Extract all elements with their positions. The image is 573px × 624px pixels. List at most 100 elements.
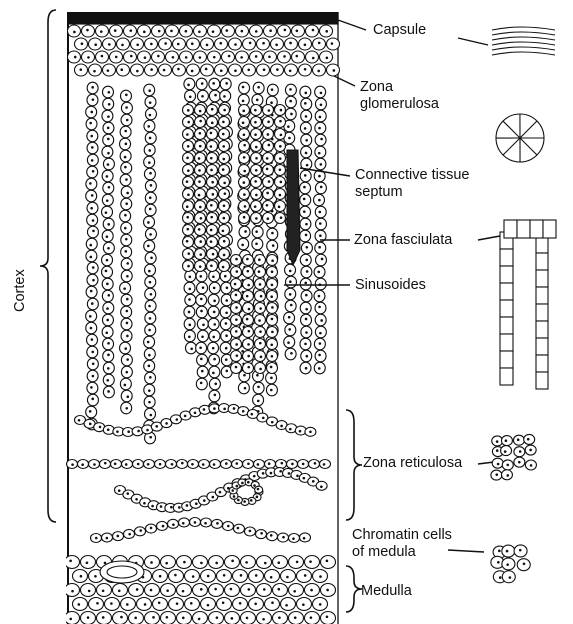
cell-nucleus xyxy=(78,603,81,606)
cell-nucleus xyxy=(250,499,253,502)
cell-nucleus xyxy=(496,440,499,443)
cell-nucleus xyxy=(125,178,128,181)
cell-nucleus xyxy=(325,30,328,33)
cell-nucleus xyxy=(90,207,93,210)
cell-nucleus xyxy=(247,462,250,465)
cell xyxy=(219,261,230,272)
cell-nucleus xyxy=(499,576,502,579)
cell xyxy=(193,612,208,624)
cell-nucleus xyxy=(107,127,110,130)
cell-nucleus xyxy=(107,342,110,345)
cell-nucleus xyxy=(81,42,84,45)
cell-nucleus xyxy=(212,496,215,499)
cell-nucleus xyxy=(163,69,166,72)
cell-nucleus xyxy=(87,56,90,59)
cell xyxy=(315,146,326,158)
cell-nucleus xyxy=(94,575,97,578)
cell-nucleus xyxy=(506,464,509,467)
cell xyxy=(265,570,280,583)
cell-nucleus xyxy=(126,603,129,606)
cell-nucleus xyxy=(214,382,217,385)
cell-nucleus xyxy=(246,270,249,273)
cell-nucleus xyxy=(165,422,168,425)
cell-nucleus xyxy=(288,472,291,475)
cell-nucleus xyxy=(177,43,180,46)
cell-nucleus xyxy=(318,246,321,249)
cell-nucleus xyxy=(125,371,128,374)
cell-nucleus xyxy=(246,617,249,620)
cell-nucleus xyxy=(187,109,190,112)
cell-nucleus xyxy=(303,477,306,480)
cell-nucleus xyxy=(106,319,109,322)
cell-nucleus xyxy=(148,270,151,273)
cell-nucleus xyxy=(260,532,263,535)
cell-nucleus xyxy=(236,354,239,357)
cell-nucleus xyxy=(125,106,128,109)
cell-nucleus xyxy=(210,157,213,160)
cell-nucleus xyxy=(225,347,228,350)
capsule-band xyxy=(68,12,338,24)
cell xyxy=(273,556,288,569)
fasciulata-cell xyxy=(536,338,548,355)
fasciulata-cell xyxy=(500,249,513,266)
cell-nucleus xyxy=(231,489,234,492)
cell-nucleus xyxy=(149,376,152,379)
cell-nucleus xyxy=(90,135,93,138)
cell-nucleus xyxy=(92,170,95,173)
cell-nucleus xyxy=(211,181,214,184)
cell-nucleus xyxy=(270,366,273,369)
capsule-fibre xyxy=(492,52,555,55)
cell-nucleus xyxy=(239,602,242,605)
fasciulata-cell xyxy=(536,236,548,253)
cell-nucleus xyxy=(155,425,158,428)
cell xyxy=(217,598,232,611)
cell-nucleus xyxy=(270,377,273,380)
cell xyxy=(195,189,206,200)
cell-nucleus xyxy=(309,560,312,563)
cell-nucleus xyxy=(304,343,307,346)
cell-nucleus xyxy=(271,318,274,321)
cell-nucleus xyxy=(529,449,532,452)
cell-nucleus xyxy=(80,575,83,578)
cell-nucleus xyxy=(190,348,193,351)
cell-nucleus xyxy=(106,259,109,262)
cell-nucleus xyxy=(123,287,126,290)
fasciulata-cell xyxy=(543,220,556,238)
cell xyxy=(120,378,131,390)
cell-nucleus xyxy=(170,506,173,509)
cell-nucleus xyxy=(148,305,151,308)
cell-nucleus xyxy=(107,428,110,431)
cell-nucleus xyxy=(231,560,234,563)
cell-nucleus xyxy=(126,310,129,313)
cell-nucleus xyxy=(237,499,240,502)
cell-nucleus xyxy=(198,228,201,231)
cell-nucleus xyxy=(222,230,225,233)
cell-nucleus xyxy=(279,168,282,171)
cell-nucleus xyxy=(268,55,271,58)
cell-nucleus xyxy=(299,430,302,433)
cell-nucleus xyxy=(230,588,233,591)
cell xyxy=(197,354,208,366)
cell-nucleus xyxy=(280,134,283,137)
cell-nucleus xyxy=(255,146,258,149)
cell-nucleus xyxy=(495,473,498,476)
cell-nucleus xyxy=(243,216,246,219)
cell-nucleus xyxy=(224,275,227,278)
cell-nucleus xyxy=(205,68,208,71)
cell-nucleus xyxy=(268,462,271,465)
capsule-label: Capsule xyxy=(373,22,426,39)
fasciulata-cell xyxy=(500,351,513,368)
cell-nucleus xyxy=(304,282,307,285)
cell-nucleus xyxy=(89,315,92,318)
cell-nucleus xyxy=(258,270,261,273)
fasciulata-cell xyxy=(500,317,513,334)
cell-nucleus xyxy=(188,298,191,301)
cell-nucleus xyxy=(292,537,295,540)
cell-nucleus xyxy=(186,216,189,219)
cell-nucleus xyxy=(235,343,238,346)
cell-nucleus xyxy=(289,70,292,73)
capsule-fibre xyxy=(492,37,555,40)
cell-nucleus xyxy=(213,56,216,59)
cell-nucleus xyxy=(185,56,188,59)
cell-nucleus xyxy=(124,156,127,159)
